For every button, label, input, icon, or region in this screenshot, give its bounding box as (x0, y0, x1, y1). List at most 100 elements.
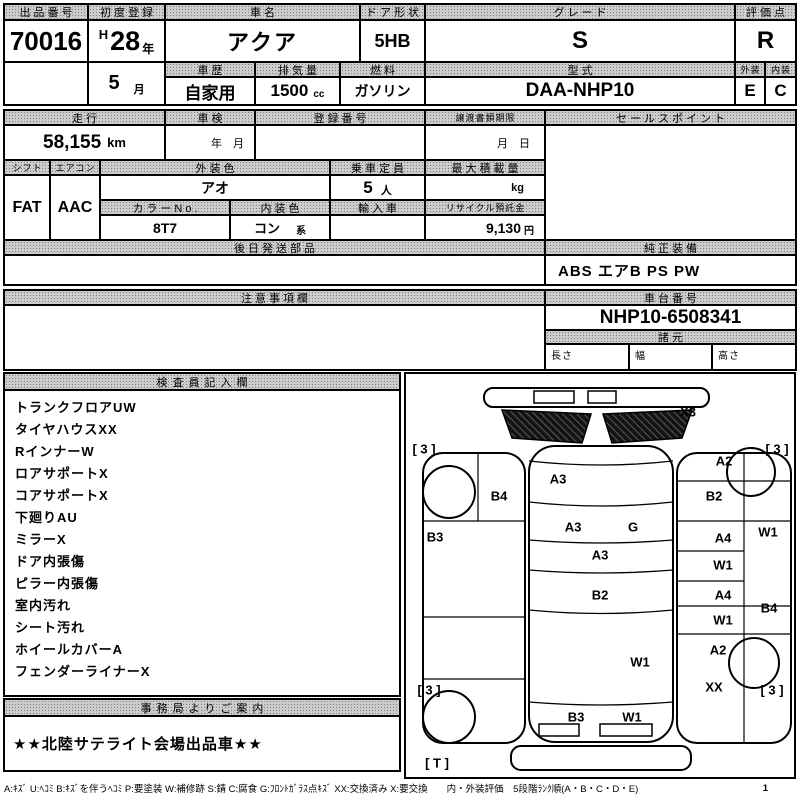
transfer-deadline-header: 譲渡書類期限 (425, 110, 545, 125)
color-no-value: 8T7 (100, 215, 230, 240)
shaken-value: 年 月 (165, 125, 255, 160)
diagram-mark: A4 (714, 587, 732, 603)
reg-year-unit: 年 (142, 41, 155, 56)
door-shape-header: ドア形状 (360, 4, 425, 20)
office-notice-header: 事務局よりご案内 (4, 699, 400, 716)
diagram-mark: W1 (622, 709, 642, 725)
capacity-unit: 人 (380, 185, 392, 197)
spec-width-cell: 幅 (629, 344, 712, 371)
diagram-mark: B3 (567, 709, 585, 725)
registration-no-header: 登録番号 (255, 110, 425, 125)
spec-length-cell: 長さ (545, 344, 629, 371)
inspector-item: ピラー内張傷 (15, 576, 100, 591)
diagram-mark: [ 3 ] (412, 441, 436, 457)
capacity-value: 5 人 (330, 175, 425, 200)
model-code-header: 型式 (425, 62, 735, 77)
diagram-mark: A3 (549, 471, 567, 487)
fuel-value: ガソリン (340, 77, 425, 105)
diagram-mark: A2 (709, 642, 727, 658)
diagram-mark: XX (705, 679, 723, 695)
diagram-mark: W1 (713, 612, 733, 628)
history-value: 自家用 (165, 77, 255, 105)
inspector-item: 室内汚れ (15, 598, 72, 613)
diagram-mark: A2 (715, 453, 733, 469)
reg-year: 28 (110, 25, 141, 56)
diagram-mark: [ 3 ] (760, 682, 784, 698)
diagram-mark: W1 (758, 524, 778, 540)
inspector-item: ミラーX (15, 532, 67, 547)
diagram-mark: B3 (426, 529, 444, 545)
specs-header: 諸元 (545, 330, 796, 344)
interior-grade-header: 内装 (765, 62, 796, 77)
exterior-color-value: アオ (100, 175, 330, 200)
legend-text: A:ｷｽﾞ U:ﾍｺﾐ B:ｷｽﾞを伴うﾍｺﾐ P:要塗装 W:補修跡 S:錆 … (4, 784, 639, 795)
shift-header: シフト (4, 160, 50, 175)
inspector-item: 下廻りAU (15, 510, 78, 525)
exterior-color-header: 外装色 (100, 160, 330, 175)
later-parts-value (4, 255, 545, 286)
mileage-value: 58,155 km (4, 125, 165, 160)
score-value: R (735, 20, 796, 62)
shift-value: FAT (4, 175, 50, 240)
registration-no-value (255, 125, 425, 160)
reg-month-unit: 月 (133, 83, 145, 96)
exhibit-no-blank (4, 62, 88, 105)
inspector-item: コアサポートX (15, 488, 109, 503)
diagram-mark: W1 (713, 557, 733, 573)
inspector-item: ホイールカバーA (15, 642, 123, 657)
transfer-deadline-value: 月 日 (425, 125, 545, 160)
fuel-header: 燃料 (340, 62, 425, 77)
door-shape-value: 5HB (360, 20, 425, 62)
recycle-unit: 円 (524, 226, 534, 237)
interior-color-suffix: 系 (296, 226, 306, 237)
displacement-header: 排気量 (255, 62, 340, 77)
diagram-mark: X3 (680, 404, 696, 420)
interior-color-header: 内装色 (230, 200, 330, 215)
notes-value (4, 305, 545, 371)
first-reg-header: 初度登録 (88, 4, 165, 20)
score-header: 評価点 (735, 4, 796, 20)
diagram-mark: A4 (714, 530, 732, 546)
grade-value: S (425, 20, 735, 62)
interior-color-value: コン 系 (230, 215, 330, 240)
displacement-unit: cc (313, 88, 325, 100)
diagram-mark: B4 (490, 488, 508, 504)
recycle-deposit-value: 9,130 円 (425, 215, 545, 240)
diagram-mark: B4 (760, 600, 778, 616)
inspector-item: RインナーW (15, 444, 95, 459)
grade-header: グレード (425, 4, 735, 20)
history-header: 車歴 (165, 62, 255, 77)
spec-height-cell: 高さ (712, 344, 796, 371)
aircon-value: AAC (50, 175, 100, 240)
inspector-item: トランクフロアUW (15, 400, 137, 415)
exterior-grade-value: E (735, 77, 765, 105)
reg-month: 5 (108, 72, 120, 94)
interior-color-name: コン (253, 221, 280, 236)
mileage-number: 58,155 (43, 131, 102, 153)
import-car-value (330, 215, 425, 240)
diagram-mark: G (627, 519, 639, 535)
car-name-value: アクア (165, 20, 360, 62)
chassis-no-value: NHP10-6508341 (545, 305, 796, 330)
car-diagram-drawing (422, 387, 792, 771)
inspector-item: フェンダーライナーX (15, 664, 151, 679)
sales-point-header: セールスポイント (545, 110, 796, 125)
diagram-mark: B2 (705, 488, 723, 504)
diagram-mark: A3 (564, 519, 582, 535)
first-reg-value: H 28 年 (88, 20, 165, 62)
office-notice-value: ★★北陸サテライト会場出品車★★ (4, 716, 400, 771)
displacement-value: 1500 cc (255, 77, 340, 105)
max-load-header: 最大積載量 (425, 160, 545, 175)
later-parts-header: 後日発送部品 (4, 240, 545, 255)
legend-row: A:ｷｽﾞ U:ﾍｺﾐ B:ｷｽﾞを伴うﾍｺﾐ P:要塗装 W:補修跡 S:錆 … (4, 781, 796, 796)
diagram-mark: [ 3 ] (417, 682, 441, 698)
inspector-item: ロアサポートX (15, 466, 109, 481)
max-load-value: kg (425, 175, 545, 200)
capacity-header: 乗車定員 (330, 160, 425, 175)
interior-grade-value: C (765, 77, 796, 105)
recycle-deposit-header: リサイクル預託金 (425, 200, 545, 215)
diagram-mark: [ T ] (425, 755, 449, 771)
